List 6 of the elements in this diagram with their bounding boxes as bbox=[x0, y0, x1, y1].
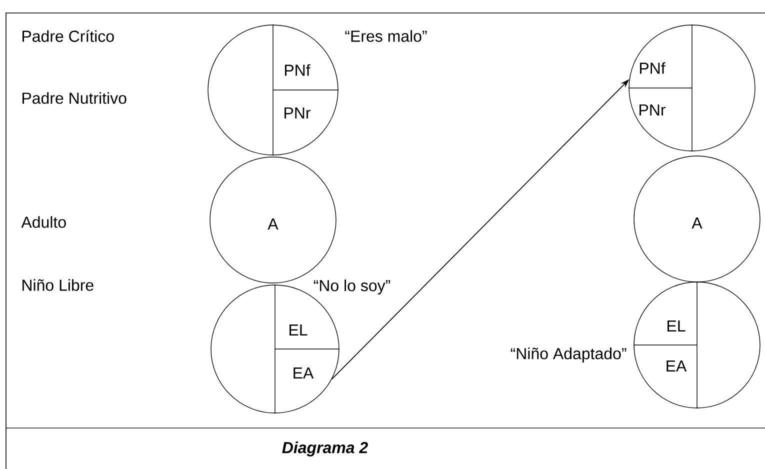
label: Padre Crítico bbox=[22, 30, 114, 42]
label: Padre Nutritivo bbox=[22, 92, 126, 104]
circle-label: “Niño Adaptado” bbox=[510, 348, 626, 362]
caption: Diagrama 2 bbox=[282, 442, 368, 456]
label: Niño Libre bbox=[22, 279, 94, 291]
label: Adulto bbox=[21, 216, 66, 228]
